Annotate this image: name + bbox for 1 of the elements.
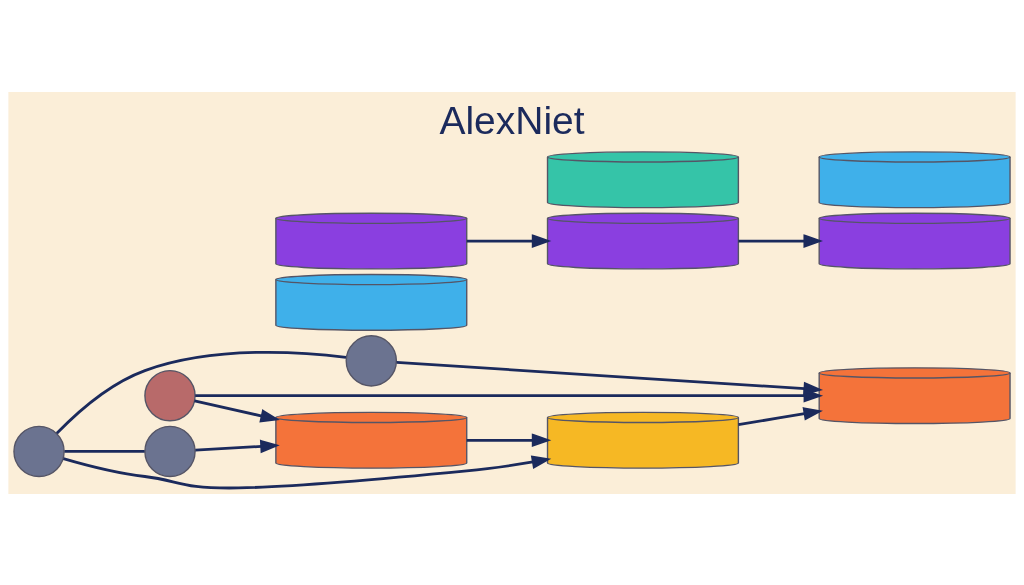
diagram-title: AlexNiet — [439, 98, 585, 142]
